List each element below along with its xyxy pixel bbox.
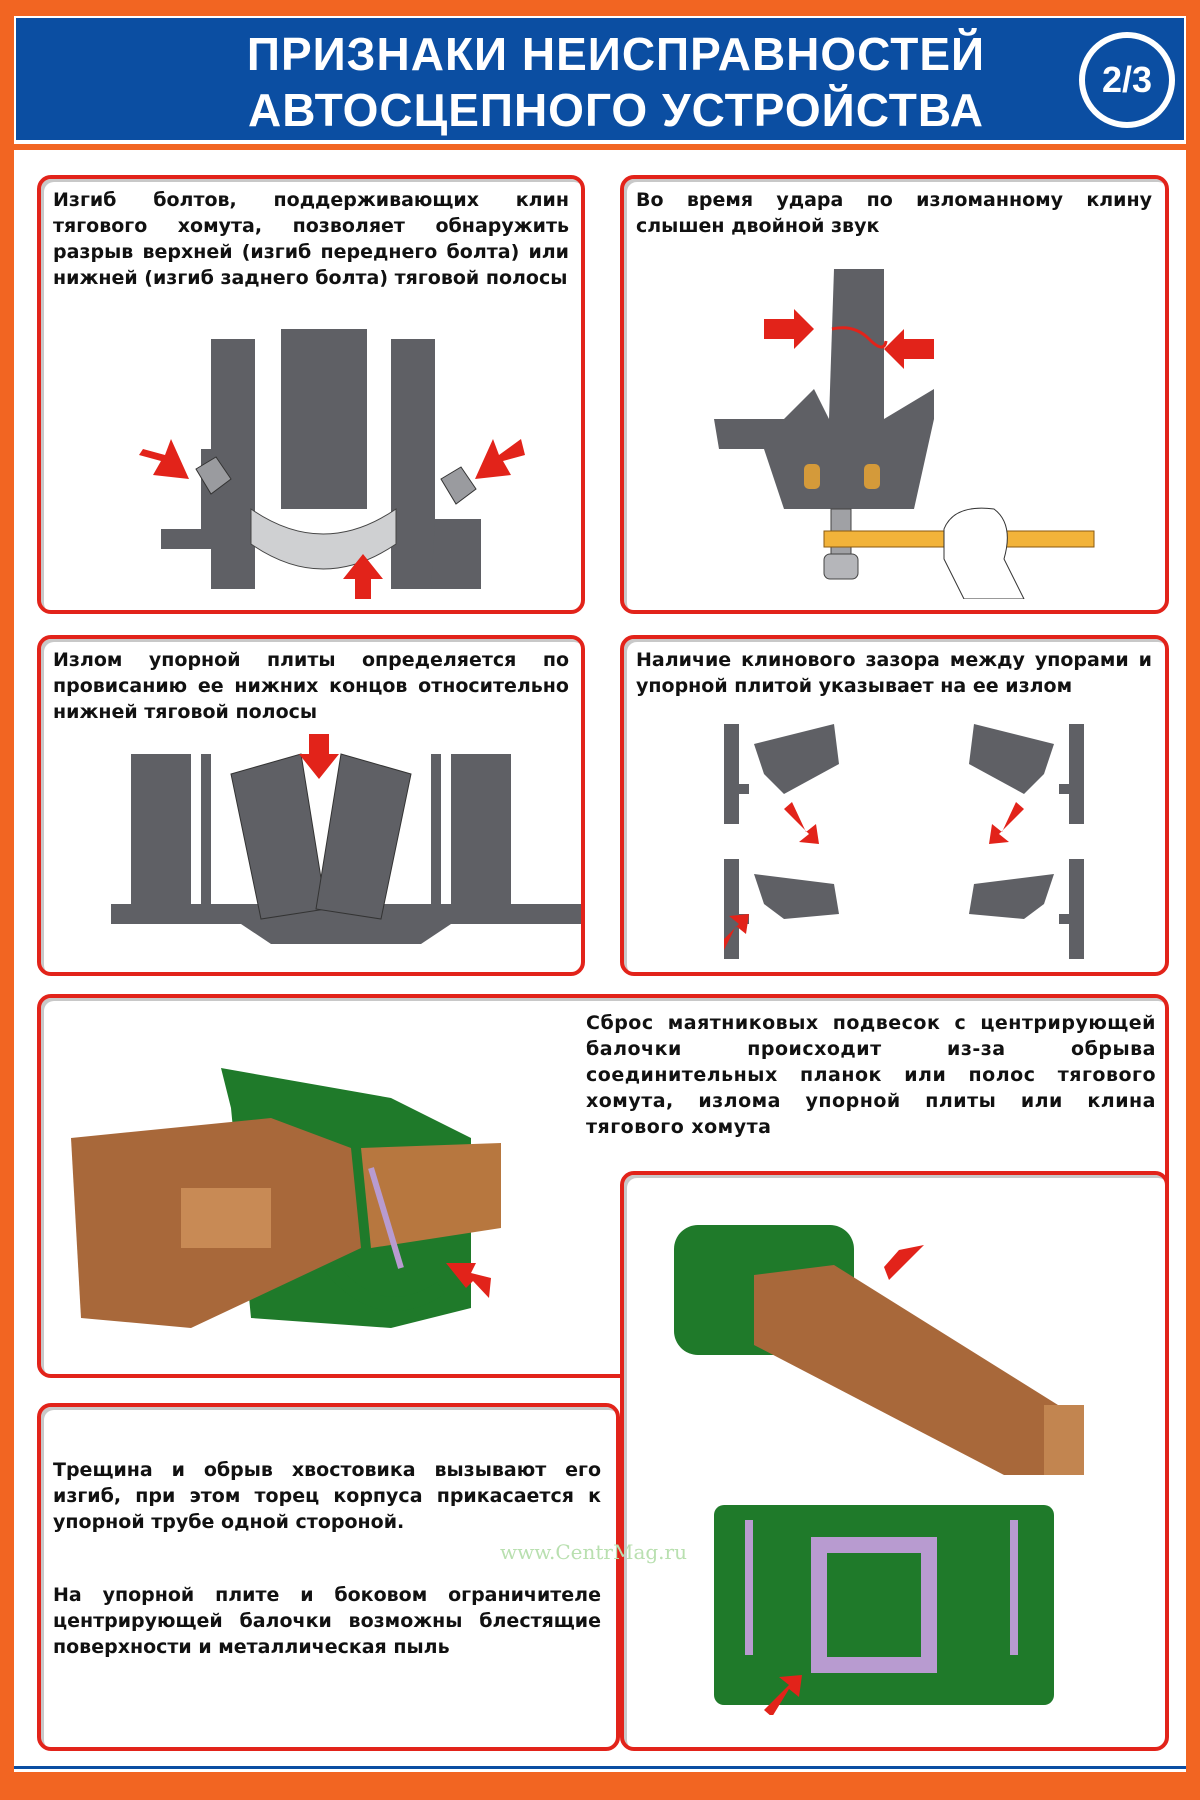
arrow-icon <box>884 1245 924 1280</box>
arrow-icon <box>764 1675 802 1715</box>
arrow-icon <box>784 802 819 844</box>
watermark: www.CentrMag.ru <box>500 1540 687 1564</box>
right-border <box>1186 0 1200 1800</box>
left-border <box>0 0 14 1800</box>
arrow-icon <box>299 734 339 779</box>
arrow-icon <box>475 439 525 479</box>
page-badge: 2/3 <box>1079 32 1175 128</box>
arrow-icon <box>343 554 383 599</box>
wedge-hammer-illustration <box>714 269 1095 599</box>
panel-wedge-gap: Наличие клинового зазора между упорами и… <box>620 635 1169 976</box>
bottom-line <box>14 1766 1186 1769</box>
arrow-icon <box>724 914 749 950</box>
panel-text: Излом упорной плиты определяется по пров… <box>53 649 569 723</box>
bolt-bend-illustration <box>139 329 525 599</box>
arrow-icon <box>884 329 934 369</box>
plate-sag-illustration <box>111 734 581 944</box>
title-line-2: АВТОСЦЕПНОГО УСТРОЙСТВА <box>247 84 985 136</box>
panel-text: Во время удара по изломанному клину слыш… <box>636 189 1152 237</box>
panel-pendulum-drop: Сброс маятниковых подвесок с центрирующе… <box>37 994 1169 1378</box>
header-divider <box>14 144 1186 150</box>
panel-double-sound: Во время удара по изломанному клину слыш… <box>620 175 1169 614</box>
coupler-assembly-illustration <box>71 1068 501 1328</box>
panel-bolt-bend: Изгиб болтов, поддерживающих клин тягово… <box>37 175 585 614</box>
top-border <box>0 0 1200 16</box>
page-title: ПРИЗНАКИ НЕИСПРАВНОСТЕЙ АВТОСЦЕПНОГО УСТ… <box>206 26 1026 138</box>
arrow-icon <box>139 439 189 479</box>
arrow-icon <box>989 802 1024 844</box>
bottom-border <box>0 1772 1200 1800</box>
panel-text: Изгиб болтов, поддерживающих клин тягово… <box>53 189 569 289</box>
panel-text-2: На упорной плите и боковом ограничителе … <box>53 1584 601 1658</box>
panel-shank-crack: Трещина и обрыв хвостовика вызывают его … <box>37 1403 620 1751</box>
panel-plate-sag: Излом упорной плиты определяется по пров… <box>37 635 585 976</box>
panel-text: Трещина и обрыв хвостовика вызывают его … <box>53 1459 601 1533</box>
header-banner: ПРИЗНАКИ НЕИСПРАВНОСТЕЙ АВТОСЦЕПНОГО УСТ… <box>16 18 1184 140</box>
panel-text: Наличие клинового зазора между упорами и… <box>636 649 1152 697</box>
panel-shank-images <box>620 1171 1169 1751</box>
arrow-icon <box>764 309 814 349</box>
panel-text: Сброс маятниковых подвесок с центрирующе… <box>586 1012 1156 1138</box>
arrow-icon <box>446 1263 491 1298</box>
shank-and-yoke-illustration <box>674 1225 1084 1715</box>
wedge-gap-illustration <box>724 724 1084 959</box>
title-line-1: ПРИЗНАКИ НЕИСПРАВНОСТЕЙ <box>246 28 986 80</box>
